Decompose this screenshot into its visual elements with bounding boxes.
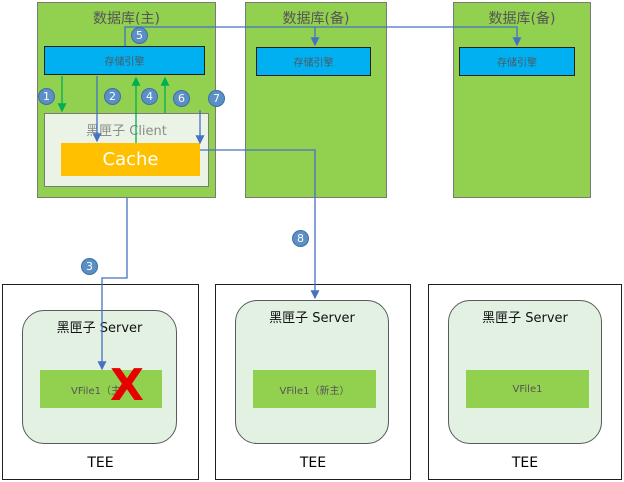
arrow-step-3 — [97, 198, 128, 371]
step-3-marker: 3 — [81, 258, 98, 275]
database-standby-1: 数据库(备) — [245, 2, 387, 198]
server-3-title: 黑匣子 Server — [482, 311, 568, 326]
arrow-step-8 — [200, 149, 320, 300]
database-standby-2-title: 数据库(备) — [488, 11, 556, 27]
arrow-step-5-a — [124, 26, 320, 47]
database-primary-title: 数据库(主) — [93, 11, 160, 27]
database-standby-1-title: 数据库(备) — [282, 11, 350, 27]
server-1-title: 黑匣子 Server — [56, 321, 143, 336]
client-title: 黑匣子 Client — [86, 124, 167, 139]
step-2-marker: 2 — [104, 88, 121, 105]
tee-3-label: TEE — [511, 455, 539, 471]
storage-engine-standby-1: 存储引擎 — [256, 47, 371, 76]
database-standby-2: 数据库(备) — [453, 2, 591, 198]
step-8-marker: 8 — [292, 230, 309, 247]
step-5-marker: 5 — [131, 27, 148, 44]
failure-x-mark: X — [110, 360, 144, 411]
cache-block: Cache — [61, 143, 200, 176]
arrow-step-5-b — [315, 26, 522, 47]
step-7-marker: 7 — [208, 90, 225, 107]
storage-engine-standby-2: 存储引擎 — [459, 47, 575, 76]
storage-engine-primary: 存储引擎 — [44, 46, 205, 75]
vfile-2: VFile1（新主） — [253, 370, 376, 408]
server-2-title: 黑匣子 Server — [269, 311, 355, 326]
step-1-marker: 1 — [38, 88, 55, 105]
tee-1-label: TEE — [87, 455, 114, 471]
vfile-1: VFile1（主） — [40, 370, 162, 408]
tee-2-label: TEE — [299, 455, 327, 471]
step-6-marker: 6 — [173, 90, 190, 107]
step-4-marker: 4 — [141, 88, 158, 105]
vfile-3: VFile1 — [466, 370, 589, 408]
